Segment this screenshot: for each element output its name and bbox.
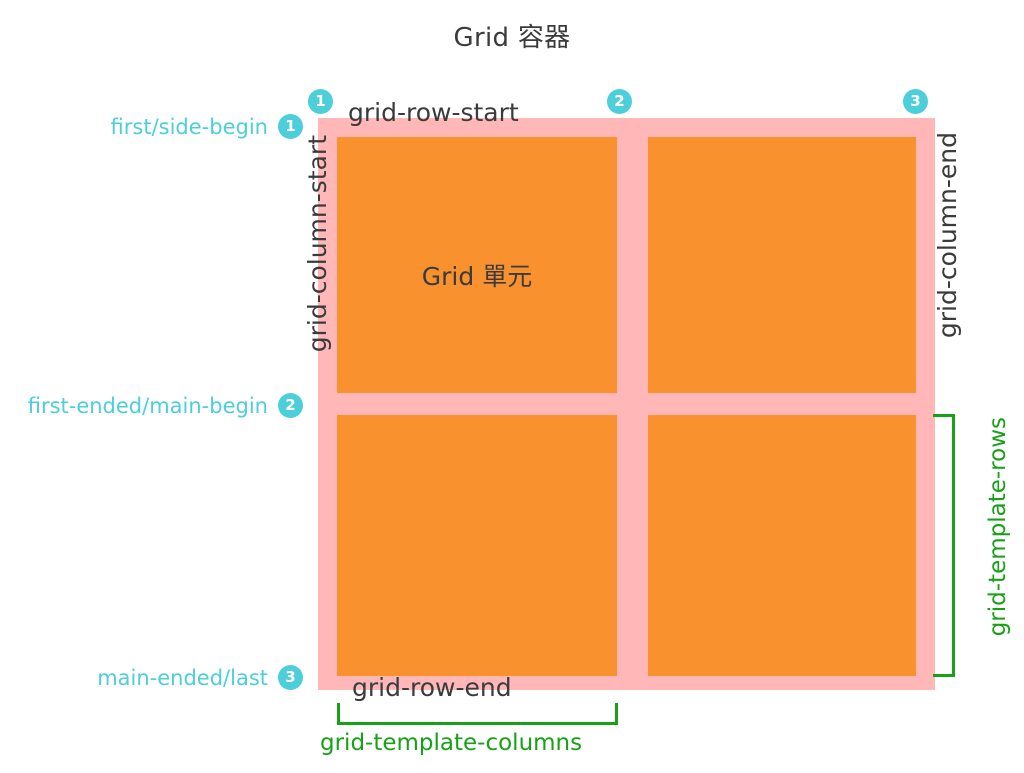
column-line-badge-2: 2 — [607, 89, 632, 114]
grid-cell-4 — [648, 415, 916, 676]
grid-template-columns-bracket — [337, 703, 618, 725]
column-line-badge-3: 3 — [903, 89, 928, 114]
grid-cell-label: Grid 單元 — [421, 262, 533, 291]
grid-cell-3 — [337, 415, 617, 676]
grid-template-rows-bracket — [933, 414, 955, 677]
label-grid-row-end: grid-row-end — [352, 673, 512, 702]
row-line-name-1: first/side-begin — [110, 115, 268, 139]
label-grid-template-rows: grid-template-rows — [985, 417, 1011, 637]
row-line-name-2: first-ended/main-begin — [27, 394, 268, 418]
label-grid-column-end: grid-column-end — [933, 132, 962, 339]
grid-cell-2 — [648, 137, 916, 393]
row-line-badge-2: 2 — [278, 393, 303, 418]
label-grid-column-start: grid-column-start — [303, 135, 332, 353]
grid-container — [318, 118, 935, 690]
label-grid-template-columns: grid-template-columns — [320, 730, 583, 756]
row-line-name-3: main-ended/last — [97, 666, 268, 690]
diagram-title: Grid 容器 — [453, 23, 571, 53]
column-line-badge-1: 1 — [308, 89, 333, 114]
label-grid-row-start: grid-row-start — [348, 98, 519, 127]
row-line-badge-1: 1 — [278, 114, 303, 139]
row-line-badge-3: 3 — [278, 665, 303, 690]
grid-cell-1 — [337, 137, 617, 393]
